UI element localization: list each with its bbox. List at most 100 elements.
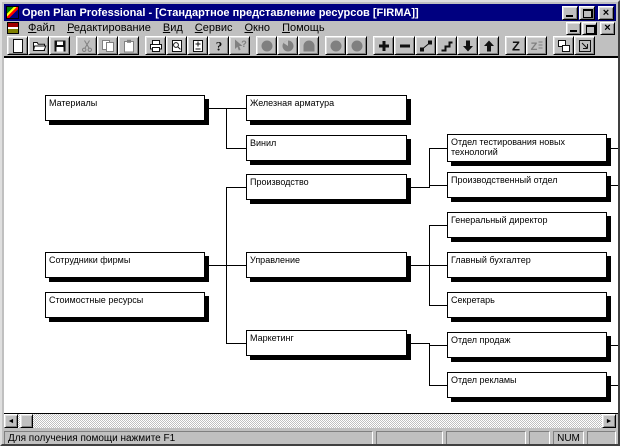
connector-line: [205, 265, 246, 266]
shape-circle-button: [325, 36, 346, 55]
num-lock-indicator: NUM: [553, 431, 584, 444]
menu-item-help[interactable]: Помощь: [282, 22, 325, 34]
plus-minus-button[interactable]: [187, 36, 208, 55]
new-button[interactable]: [7, 36, 28, 55]
connector-line: [429, 265, 447, 266]
connector-line: [226, 108, 227, 149]
plus-icon: [378, 40, 389, 51]
sort-z-button[interactable]: Z: [505, 36, 526, 55]
cut-icon: [81, 39, 92, 52]
connector-line: [205, 108, 246, 109]
add-button[interactable]: [373, 36, 394, 55]
node-circle-alt-button: [277, 36, 298, 55]
box-secretary[interactable]: Секретарь: [447, 292, 607, 318]
paste-icon: [123, 39, 134, 52]
print-button[interactable]: [145, 36, 166, 55]
move-down-button[interactable]: [457, 36, 478, 55]
resource-box-label: Стоимостные ресурсы: [49, 295, 144, 305]
restore-button[interactable]: [579, 5, 595, 20]
box-company-staff[interactable]: Сотрудники фирмы: [45, 252, 205, 278]
connector-line: [429, 305, 447, 306]
help-button[interactable]: ?: [208, 36, 229, 55]
connector-line: [607, 148, 618, 149]
linkstep-icon: [441, 41, 452, 51]
paste-button: [118, 36, 139, 55]
shape-circle2-button: [346, 36, 367, 55]
connector-line: [407, 187, 429, 188]
menu-item-file[interactable]: Файл: [28, 22, 56, 34]
connector-line: [429, 148, 430, 188]
scrollbar-thumb[interactable]: [20, 414, 33, 428]
fit-icon: [578, 39, 591, 52]
copy-icon: [101, 39, 114, 52]
preview-icon: [171, 39, 182, 52]
circle-icon: [330, 40, 341, 51]
connector-line: [429, 345, 447, 346]
menu-item-edit[interactable]: Редактирование: [67, 22, 151, 34]
svg-text:Z: Z: [530, 41, 537, 53]
fit-view-button[interactable]: [574, 36, 595, 55]
title-bar: Open Plan Professional - [Стандартное пр…: [4, 4, 616, 21]
box-vinyl[interactable]: Винил: [246, 135, 407, 161]
print-preview-button[interactable]: [166, 36, 187, 55]
minimize-button[interactable]: [562, 5, 578, 20]
child-restore-button[interactable]: [582, 21, 597, 35]
chelp-icon: ?: [234, 39, 246, 50]
box-materials[interactable]: Материалы: [45, 95, 205, 121]
child-minimize-button[interactable]: [566, 21, 581, 35]
child-close-button[interactable]: ×: [600, 21, 615, 35]
connector-line: [429, 385, 447, 386]
box-management[interactable]: Управление: [246, 252, 407, 278]
open-button[interactable]: [28, 36, 49, 55]
connector-line: [429, 343, 430, 386]
scroll-right-button[interactable]: ►: [602, 414, 616, 428]
context-help-button: ?: [229, 36, 250, 55]
close-button[interactable]: ×: [598, 5, 614, 20]
menu-item-service[interactable]: Сервис: [194, 22, 233, 34]
box-iron-fittings[interactable]: Железная арматура: [246, 95, 407, 121]
resource-box-label: Отдел тестирования новых технологий: [451, 137, 566, 157]
box-production[interactable]: Производство: [246, 174, 407, 200]
app-icon[interactable]: [6, 6, 19, 19]
box-new-tech-testing-dept[interactable]: Отдел тестирования новых технологий: [447, 134, 607, 162]
document-icon[interactable]: [7, 22, 19, 34]
circlen-icon: [282, 40, 293, 51]
box-marketing[interactable]: Маркетинг: [246, 330, 407, 356]
save-icon: [54, 40, 65, 51]
restore-icon: [586, 24, 596, 34]
zlines-icon: Z: [530, 41, 542, 53]
zorder-icon: Z: [512, 38, 520, 53]
svg-text:?: ?: [215, 38, 222, 53]
link-button[interactable]: [415, 36, 436, 55]
scrollbar-track[interactable]: [33, 414, 602, 428]
resource-box-label: Главный бухгалтер: [451, 255, 531, 265]
box-sales-dept[interactable]: Отдел продаж: [447, 332, 607, 358]
status-bar: Для получения помощи нажмите F1 NUM: [4, 430, 616, 444]
status-message: Для получения помощи нажмите F1: [4, 431, 373, 444]
move-up-button[interactable]: [478, 36, 499, 55]
step-link-button[interactable]: [436, 36, 457, 55]
menu-item-window[interactable]: Окно: [244, 22, 271, 34]
connector-line: [226, 148, 246, 149]
scroll-left-icon: ◄: [7, 417, 15, 425]
sort-z-list-button: Z: [526, 36, 547, 55]
resource-box-label: Генеральный директор: [451, 215, 548, 225]
resource-box-label: Винил: [250, 138, 277, 148]
circle-icon: [351, 40, 362, 51]
cascade-button[interactable]: [553, 36, 574, 55]
box-advertising-dept[interactable]: Отдел рекламы: [447, 372, 607, 398]
scroll-left-button[interactable]: ◄: [4, 414, 18, 428]
box-production-dept[interactable]: Производственный отдел: [447, 172, 607, 198]
connector-line: [407, 343, 429, 344]
box-general-director[interactable]: Генеральный директор: [447, 212, 607, 238]
remove-button[interactable]: [394, 36, 415, 55]
connector-line: [429, 185, 447, 186]
box-cost-resources[interactable]: Стоимостные ресурсы: [45, 292, 205, 318]
status-panel: [446, 431, 526, 444]
up-icon: [483, 40, 494, 51]
connector-line: [407, 265, 429, 266]
save-button[interactable]: [49, 36, 70, 55]
box-chief-accountant[interactable]: Главный бухгалтер: [447, 252, 607, 278]
menu-item-view[interactable]: Вид: [162, 22, 183, 34]
